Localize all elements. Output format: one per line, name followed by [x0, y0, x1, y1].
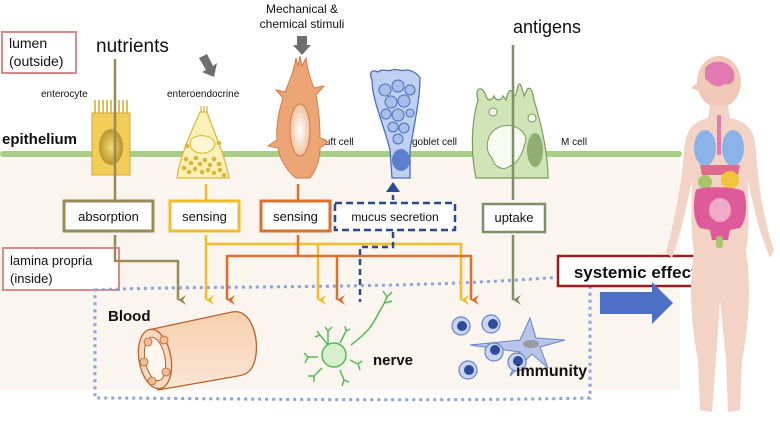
uptake-label: uptake [494, 210, 533, 225]
mucus-secretion-arrow [386, 182, 400, 200]
absorption-box: absorption [62, 199, 155, 233]
nutrients-label: nutrients [96, 36, 169, 57]
blood-label: Blood [108, 308, 151, 325]
epithelium-label: epithelium [2, 131, 77, 148]
tuft-cell-icon [266, 55, 329, 179]
systemic-arrow-icon [600, 282, 673, 324]
nutrient-arrow-icon [199, 54, 217, 77]
nerve-cell-icon [303, 290, 393, 387]
absorption-to-blood-arrow [113, 235, 186, 305]
sensing-ee-to-immunity-arrow [318, 242, 469, 305]
lamina-dotted-boundary [93, 275, 592, 402]
m-cell-label: M cell [561, 137, 587, 148]
goblet-cell-label: goblet cell [412, 137, 457, 148]
lumen-sublabel: (outside) [9, 53, 63, 69]
uptake-box: uptake [481, 202, 547, 234]
blood-vessel-icon [137, 311, 258, 391]
absorption-label: absorption [78, 209, 139, 224]
enteroendocrine-label: enteroendocrine [167, 89, 240, 100]
antigens-label: antigens [513, 17, 581, 37]
immunity-label: immunity [516, 363, 587, 380]
human-body-icon [666, 56, 774, 412]
mucus-secretion-box: mucus secretion [333, 201, 457, 232]
mucus-secretion-pathway [358, 232, 395, 302]
sensing-tuft-box: sensing [259, 199, 332, 233]
sensing-tuft-label: sensing [273, 209, 318, 224]
sensing-tuft-to-immunity-arrow [337, 254, 479, 305]
systemic-effects-label: systemic effects [574, 263, 706, 282]
immune-cells-icon [451, 314, 566, 380]
nerve-label: nerve [373, 352, 413, 369]
sensing-ee-box: sensing [168, 199, 241, 233]
lamina-propria-label: lamina propria [10, 253, 93, 268]
lumen-label: lumen [9, 35, 47, 51]
mechanical-stimuli-label: Mechanical & [266, 2, 338, 16]
chemical-stimuli-label: chemical stimuli [260, 17, 345, 31]
enterocyte-cell-icon [91, 100, 131, 176]
sensing-tuft-to-blood-arrow [225, 235, 300, 305]
sensing-ee-label: sensing [182, 209, 227, 224]
lamina-propria-sublabel: (inside) [10, 271, 53, 286]
lumen-region-box [1, 31, 77, 74]
lamina-region-box [2, 247, 120, 291]
tuft-cell-label: tuft cell [322, 137, 354, 148]
enterocyte-label: enterocyte [41, 89, 88, 100]
stimuli-arrow-icon [293, 36, 311, 55]
goblet-cell-icon [370, 68, 421, 179]
mucus-secretion-label: mucus secretion [351, 210, 438, 224]
m-cell-icon [471, 83, 549, 179]
enteroendocrine-cell-icon [176, 106, 230, 179]
